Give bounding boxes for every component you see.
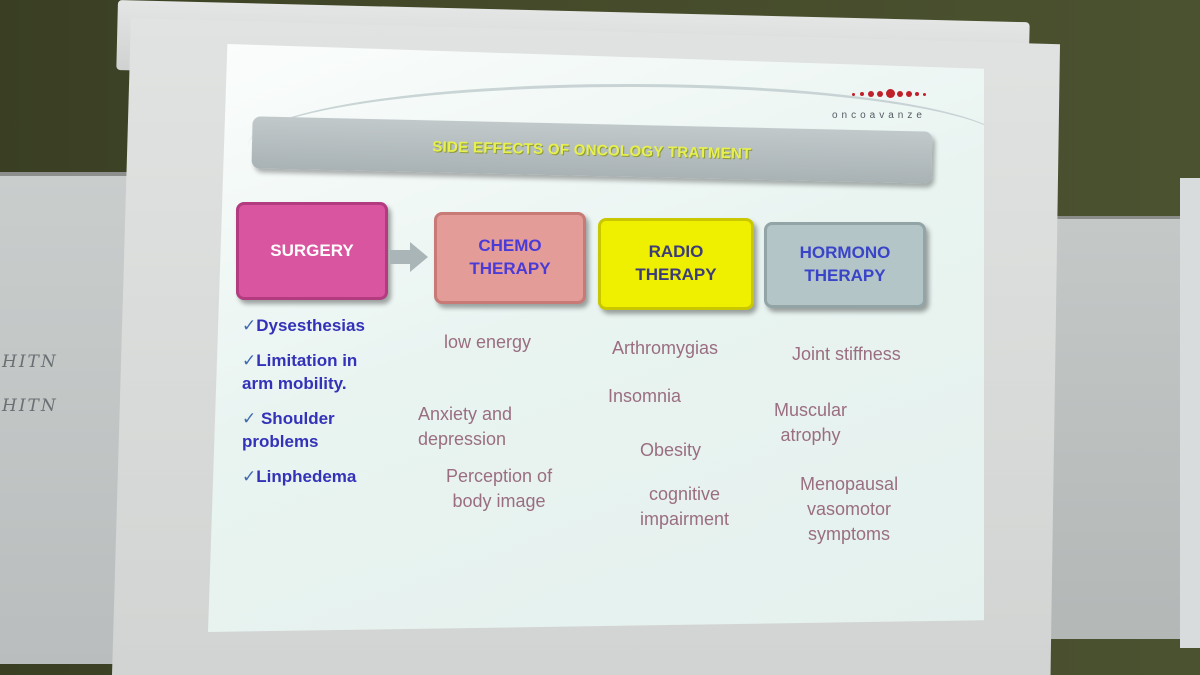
radio-label-line2: THERAPY <box>635 265 717 284</box>
surgery-effect-4: Linphedema <box>256 467 357 486</box>
hormono-label-line2: THERAPY <box>804 266 886 285</box>
chemo-effect-3: Perception of body image <box>446 464 552 514</box>
radio-effect-4: cognitive impairment <box>640 482 729 532</box>
list-item: ✓Linphedema <box>242 465 365 488</box>
hormono-effect-3-line3: symptoms <box>808 524 891 544</box>
list-item: ✓ Shoulder problems <box>242 407 365 453</box>
surgery-effect-2-line1: Limitation in <box>256 351 358 370</box>
whiteboard-text-2: HITN <box>2 396 58 416</box>
radio-therapy-box: RADIO THERAPY <box>598 218 754 310</box>
surgery-effect-3-line1: Shoulder <box>256 409 335 428</box>
list-item: ✓Dysesthesias <box>242 314 365 337</box>
presentation-slide: oncoavanze SIDE EFFECTS OF ONCOLOGY TRAT… <box>208 44 984 632</box>
hormono-label-line1: HORMONO <box>799 243 891 263</box>
chemo-label-line2: THERAPY <box>469 259 551 278</box>
board-post <box>1180 178 1200 648</box>
surgery-label: SURGERY <box>270 240 354 260</box>
radio-effect-1: Arthromygias <box>612 338 719 358</box>
chemo-effect-3-line1: Perception of <box>446 466 553 486</box>
hormono-effect-3-line2: vasomotor <box>807 499 892 519</box>
radio-effect-2: Insomnia <box>608 386 682 406</box>
whiteboard-text-1: HITN <box>2 352 58 372</box>
hormono-effect-1: Joint stiffness <box>792 344 901 364</box>
radio-effect-3: Obesity <box>640 440 702 460</box>
chemo-effect-1: low energy <box>444 332 532 352</box>
oncoavanze-logo-icon <box>852 88 932 100</box>
chemo-effect-2-line2: depression <box>418 429 507 449</box>
chemo-effect-2: Anxiety and depression <box>418 402 512 452</box>
logo-text: oncoavanze <box>832 110 926 121</box>
hormono-effect-2-line1: Muscular <box>774 400 848 420</box>
surgery-effects-list: ✓Dysesthesias ✓Limitation in arm mobilit… <box>242 314 365 500</box>
hormono-effect-2-line2: atrophy <box>780 425 841 445</box>
surgery-effect-1: Dysesthesias <box>256 316 365 335</box>
hormono-effect-3: Menopausal vasomotor symptoms <box>800 472 898 547</box>
hormono-effect-2: Muscular atrophy <box>774 398 847 448</box>
surgery-effect-3-line2: problems <box>242 432 319 451</box>
checkmark-icon: ✓ <box>242 316 257 335</box>
left-whiteboard: HITN HITN <box>0 172 132 664</box>
slide-title: SIDE EFFECTS OF ONCOLOGY TRATMENT <box>432 137 752 163</box>
chemo-effect-3-line2: body image <box>452 491 546 511</box>
right-arrow-icon <box>390 242 428 272</box>
radio-effect-4-line2: impairment <box>640 509 730 529</box>
surgery-box: SURGERY <box>236 202 388 300</box>
list-item: ✓Limitation in arm mobility. <box>242 349 365 395</box>
chemo-label-line1: CHEMO <box>478 236 542 256</box>
decorative-swoosh <box>248 84 984 207</box>
radio-label-line1: RADIO <box>648 242 704 262</box>
hormono-effect-3-line1: Menopausal <box>800 474 899 494</box>
chemo-therapy-box: CHEMO THERAPY <box>434 212 586 304</box>
checkmark-icon: ✓ <box>242 409 257 428</box>
chemo-effect-2-line1: Anxiety and <box>418 404 513 424</box>
checkmark-icon: ✓ <box>242 351 257 370</box>
surgery-effect-2-line2: arm mobility. <box>242 374 347 393</box>
hormono-therapy-box: HORMONO THERAPY <box>764 222 926 308</box>
radio-effect-4-line1: cognitive <box>648 484 721 504</box>
checkmark-icon: ✓ <box>242 467 257 486</box>
